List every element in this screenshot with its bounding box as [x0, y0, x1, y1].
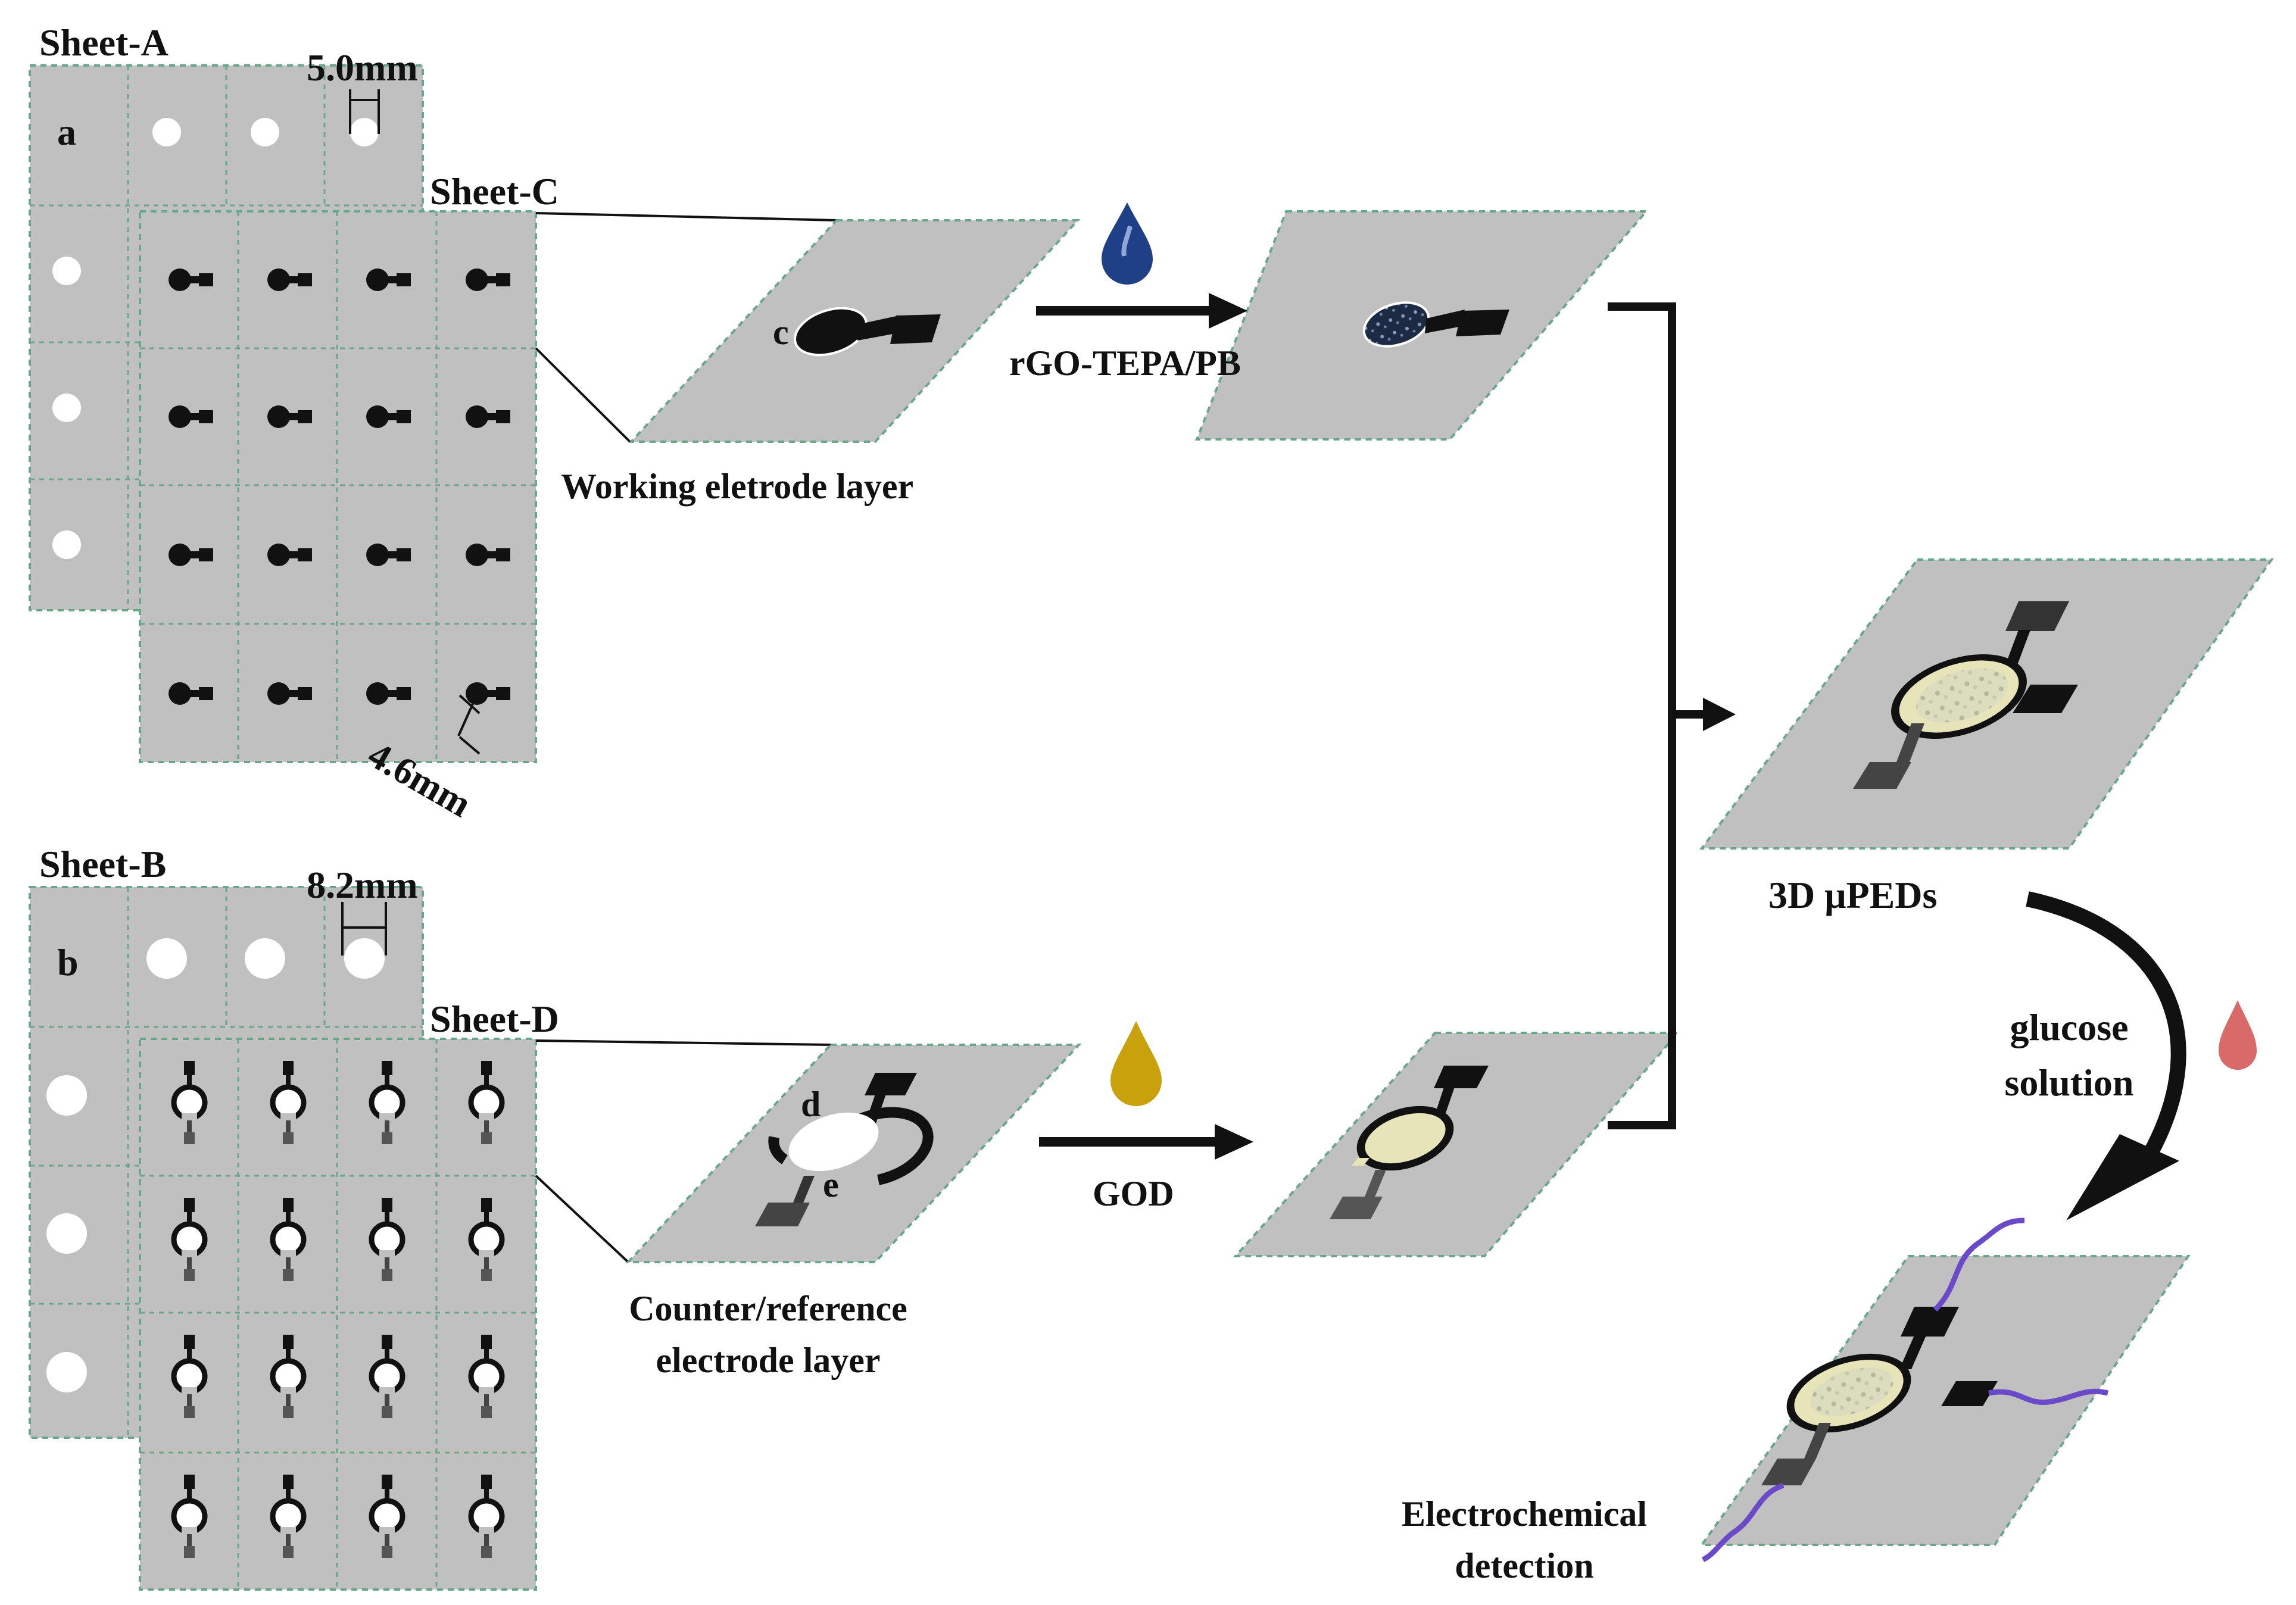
assembly-bracket: [1608, 302, 1708, 1129]
sheet-b-holes: [46, 938, 385, 1392]
working-electrode: [267, 544, 312, 566]
electrode-wires: [1701, 1217, 2109, 1563]
counter-layer-sheet: [625, 1044, 1082, 1263]
bracket-arrowhead: [1703, 698, 1736, 731]
zoom-lines: [535, 212, 837, 1263]
working-electrode: [466, 268, 510, 291]
counter-reference-electrode: [369, 1061, 405, 1144]
counter-reference-electrode: [171, 1061, 208, 1144]
working-electrode: [267, 405, 312, 428]
modified-working-sheet: [1195, 210, 1649, 441]
counter-reference-electrode: [369, 1335, 405, 1418]
glucose-line1: glucose: [2010, 1006, 2129, 1048]
counter-reference-electrode: [171, 1475, 208, 1558]
dimension-5mm-label: 5.0mm: [307, 46, 418, 89]
counter-reference-electrode: [468, 1335, 505, 1418]
counter-reference-electrode: [171, 1198, 208, 1281]
electrochemical-detection-label: Electrochemical detection: [1352, 1488, 1697, 1592]
god-label: GOD: [1093, 1174, 1174, 1213]
working-electrode: [466, 405, 510, 428]
counter-reference-electrode: [270, 1198, 307, 1281]
working-electrode: [169, 544, 213, 566]
sheet-d-label: Sheet-D: [430, 998, 559, 1040]
working-electrode-array: [169, 268, 510, 705]
working-electrode: [267, 682, 312, 705]
working-electrode: [169, 268, 213, 291]
glucose-arrowhead: [2066, 1134, 2179, 1220]
sheet-a-label: Sheet-A: [39, 21, 169, 64]
yellow-drop-icon: [1110, 1021, 1162, 1106]
working-electrode: [267, 268, 312, 291]
rgo-tepa-pb-label: rGO-TEPA/PB: [1009, 344, 1241, 383]
counter-layer-line2: electrode layer: [656, 1341, 881, 1380]
red-drop-icon: [2219, 1000, 2257, 1070]
working-layer-label: Working eletrode layer: [561, 467, 914, 506]
sheet-d: [139, 1038, 537, 1591]
counter-reference-electrode: [468, 1061, 505, 1144]
dimension-5mm: [349, 89, 380, 134]
assembled-device-sheet: [1699, 558, 2274, 850]
sheet-c-label: Sheet-C: [430, 170, 559, 213]
sheet-a-holes: [52, 118, 379, 559]
working-electrode: [366, 544, 411, 566]
counter-layer-label: Counter/reference electrode layer: [601, 1283, 935, 1387]
working-electrode: [169, 682, 213, 705]
echem-line2: detection: [1455, 1546, 1594, 1585]
counter-layer-line1: Counter/reference: [629, 1289, 907, 1328]
counter-reference-electrode: [270, 1061, 307, 1144]
letter-e-label: e: [823, 1165, 839, 1204]
glucose-curved-arrow: [2026, 891, 2186, 1159]
glucose-solution-label: glucose solution: [1977, 1000, 2161, 1111]
working-electrode: [466, 544, 510, 566]
sheet-a-letter: a: [57, 111, 76, 153]
counter-reference-array: [171, 1061, 505, 1558]
counter-reference-electrode: [468, 1198, 505, 1281]
sheet-b-label: Sheet-B: [39, 843, 167, 885]
counter-reference-electrode: [270, 1335, 307, 1418]
letter-d-label: d: [801, 1085, 821, 1124]
working-electrode: [366, 405, 411, 428]
echem-line1: Electrochemical: [1401, 1494, 1648, 1534]
blue-drop-highlight-icon: [1121, 226, 1133, 257]
working-electrode: [366, 268, 411, 291]
process-arrows: [1036, 293, 1253, 1160]
counter-reference-electrode: [468, 1475, 505, 1558]
counter-reference-electrode: [171, 1335, 208, 1418]
working-electrode: [169, 405, 213, 428]
counter-reference-electrode: [270, 1475, 307, 1558]
upeds-label: 3D μPEDs: [1768, 874, 1938, 916]
sheet-c: [139, 210, 537, 763]
sheet-b-letter: b: [57, 941, 79, 983]
dimension-8-2mm-label: 8.2mm: [307, 864, 418, 906]
glucose-line2: solution: [2004, 1061, 2134, 1104]
working-layer-sheet: [628, 219, 1081, 443]
letter-c-label: c: [773, 313, 789, 352]
dimension-8-2mm: [341, 902, 387, 955]
enzyme-counter-sheet: [1233, 1032, 1681, 1257]
detection-device-sheet: [1699, 1217, 2191, 1563]
working-electrode: [366, 682, 411, 705]
counter-reference-electrode: [369, 1198, 405, 1281]
counter-reference-electrode: [369, 1475, 405, 1558]
dimension-4-6mm: [457, 690, 481, 755]
